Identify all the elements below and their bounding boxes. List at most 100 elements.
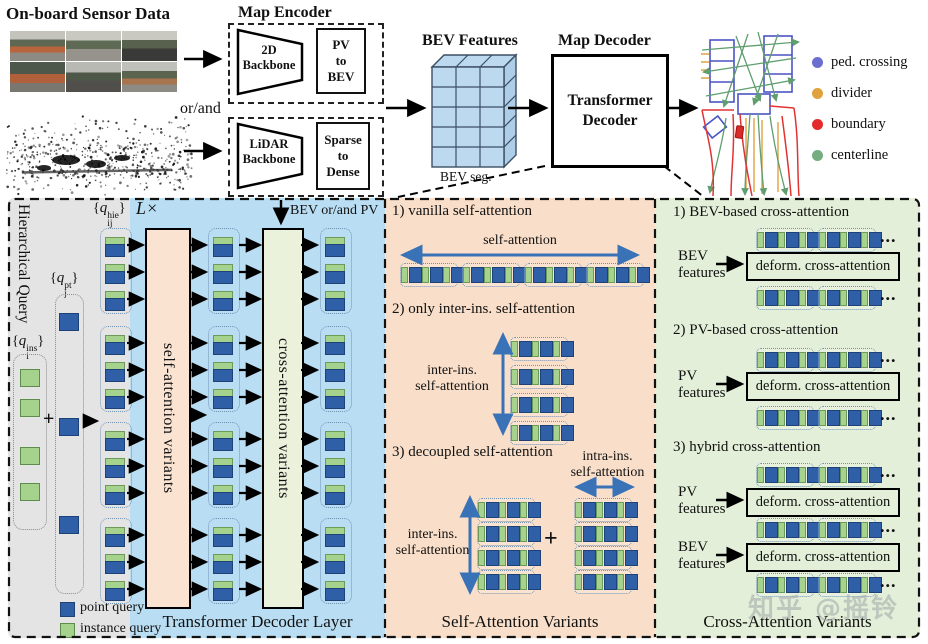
- token-point-part: [540, 397, 553, 413]
- token-instance-part: [105, 554, 125, 561]
- token-point-part: [604, 574, 617, 590]
- query-token-group: [400, 263, 464, 287]
- token-point-part: [604, 502, 617, 518]
- token-point-part: [786, 522, 799, 538]
- token-instance-part: [325, 389, 345, 396]
- token-instance-part: [213, 431, 233, 438]
- ellipsis: ...: [880, 346, 897, 366]
- token-point-part: [105, 271, 125, 284]
- instance-query-square: [20, 447, 40, 465]
- token-instance-part: [799, 232, 806, 248]
- query-token: [525, 267, 546, 283]
- token-point-part: [625, 502, 638, 518]
- token-point-part: [625, 574, 638, 590]
- query-token: [840, 410, 861, 426]
- query-token: [575, 502, 596, 518]
- query-token: [861, 232, 882, 248]
- query-token: [799, 522, 820, 538]
- query-token: [532, 397, 553, 413]
- hier-query-token: [105, 291, 125, 311]
- token-instance-part: [778, 522, 785, 538]
- token-point-part: [765, 352, 778, 368]
- token-point-part: [105, 492, 125, 505]
- query-token: [553, 397, 574, 413]
- cross-attention-variants-box: cross-attention variants: [262, 228, 304, 609]
- variant-title-vanilla: 1) vanilla self-attention: [392, 203, 532, 219]
- query-token: [478, 550, 499, 566]
- query-token: [553, 425, 574, 441]
- query-token-group: [756, 406, 820, 430]
- token-instance-part: [575, 574, 582, 590]
- token-instance-part: [520, 550, 527, 566]
- query-token: [778, 467, 799, 483]
- map-decoder-title: Map Decoder: [558, 32, 651, 49]
- query-token: [478, 502, 499, 518]
- token-point-part: [827, 410, 840, 426]
- token-instance-part: [213, 581, 233, 588]
- camera-images: [10, 31, 177, 92]
- query-token: [422, 267, 443, 283]
- token-point-part: [325, 492, 345, 505]
- query-token-group: [756, 228, 820, 252]
- token-instance-part: [499, 550, 506, 566]
- hier-query-token: [325, 581, 345, 601]
- query-token-group: [574, 546, 638, 570]
- transformer-decoder-block: Transformer Decoder: [551, 54, 669, 168]
- token-instance-part: [617, 502, 624, 518]
- token-point-part: [213, 588, 233, 601]
- hier-query-token: [213, 554, 233, 574]
- query-token: [799, 232, 820, 248]
- hier-query-token: [325, 362, 345, 382]
- token-instance-part: [778, 467, 785, 483]
- query-token: [757, 467, 778, 483]
- ellipsis: ...: [880, 404, 897, 424]
- query-token-group: [574, 522, 638, 546]
- token-instance-part: [553, 425, 560, 441]
- hier-query-token: [213, 362, 233, 382]
- variant-title-inter-ins: 2) only inter-ins. self-attention: [392, 301, 575, 317]
- query-token-group: [818, 518, 882, 542]
- legend-label: boundary: [831, 116, 886, 132]
- token-instance-part: [325, 335, 345, 342]
- map-legend-item: divider: [812, 85, 908, 102]
- query-token: [478, 574, 499, 590]
- token-point-part: [325, 244, 345, 257]
- hier-query-group: [100, 518, 132, 604]
- instance-query-square: [20, 369, 40, 387]
- self-attention-arrow-label: self-attention: [483, 233, 557, 248]
- query-token: [520, 574, 541, 590]
- query-token: [819, 290, 840, 306]
- token-instance-part: [840, 467, 847, 483]
- query-token-group: [462, 263, 526, 287]
- query-token: [596, 526, 617, 542]
- token-point-part: [595, 267, 608, 283]
- query-token: [840, 232, 861, 248]
- token-instance-part: [325, 581, 345, 588]
- hier-query-token: [105, 264, 125, 284]
- ellipsis: ...: [880, 226, 897, 246]
- point-query-legend-swatch: [60, 602, 75, 617]
- token-instance-part: [525, 267, 532, 283]
- plus-sign: +: [43, 408, 55, 430]
- token-point-part: [213, 492, 233, 505]
- pv-features-label-2: PV features: [678, 368, 726, 402]
- token-point-part: [213, 342, 233, 355]
- token-point-part: [583, 526, 596, 542]
- token-instance-part: [617, 550, 624, 566]
- query-token: [629, 267, 650, 283]
- token-instance-part: [105, 362, 125, 369]
- token-instance-part: [325, 291, 345, 298]
- token-instance-part: [799, 467, 806, 483]
- query-token: [587, 267, 608, 283]
- token-point-part: [528, 574, 541, 590]
- token-point-part: [213, 465, 233, 478]
- hier-query-group: [100, 422, 132, 508]
- query-token-group: [477, 570, 541, 594]
- token-point-part: [786, 467, 799, 483]
- token-point-part: [105, 369, 125, 382]
- token-point-part: [486, 574, 499, 590]
- token-instance-part: [608, 267, 615, 283]
- hier-query-group: [320, 228, 352, 314]
- token-instance-part: [757, 410, 764, 426]
- hier-query-token: [213, 264, 233, 284]
